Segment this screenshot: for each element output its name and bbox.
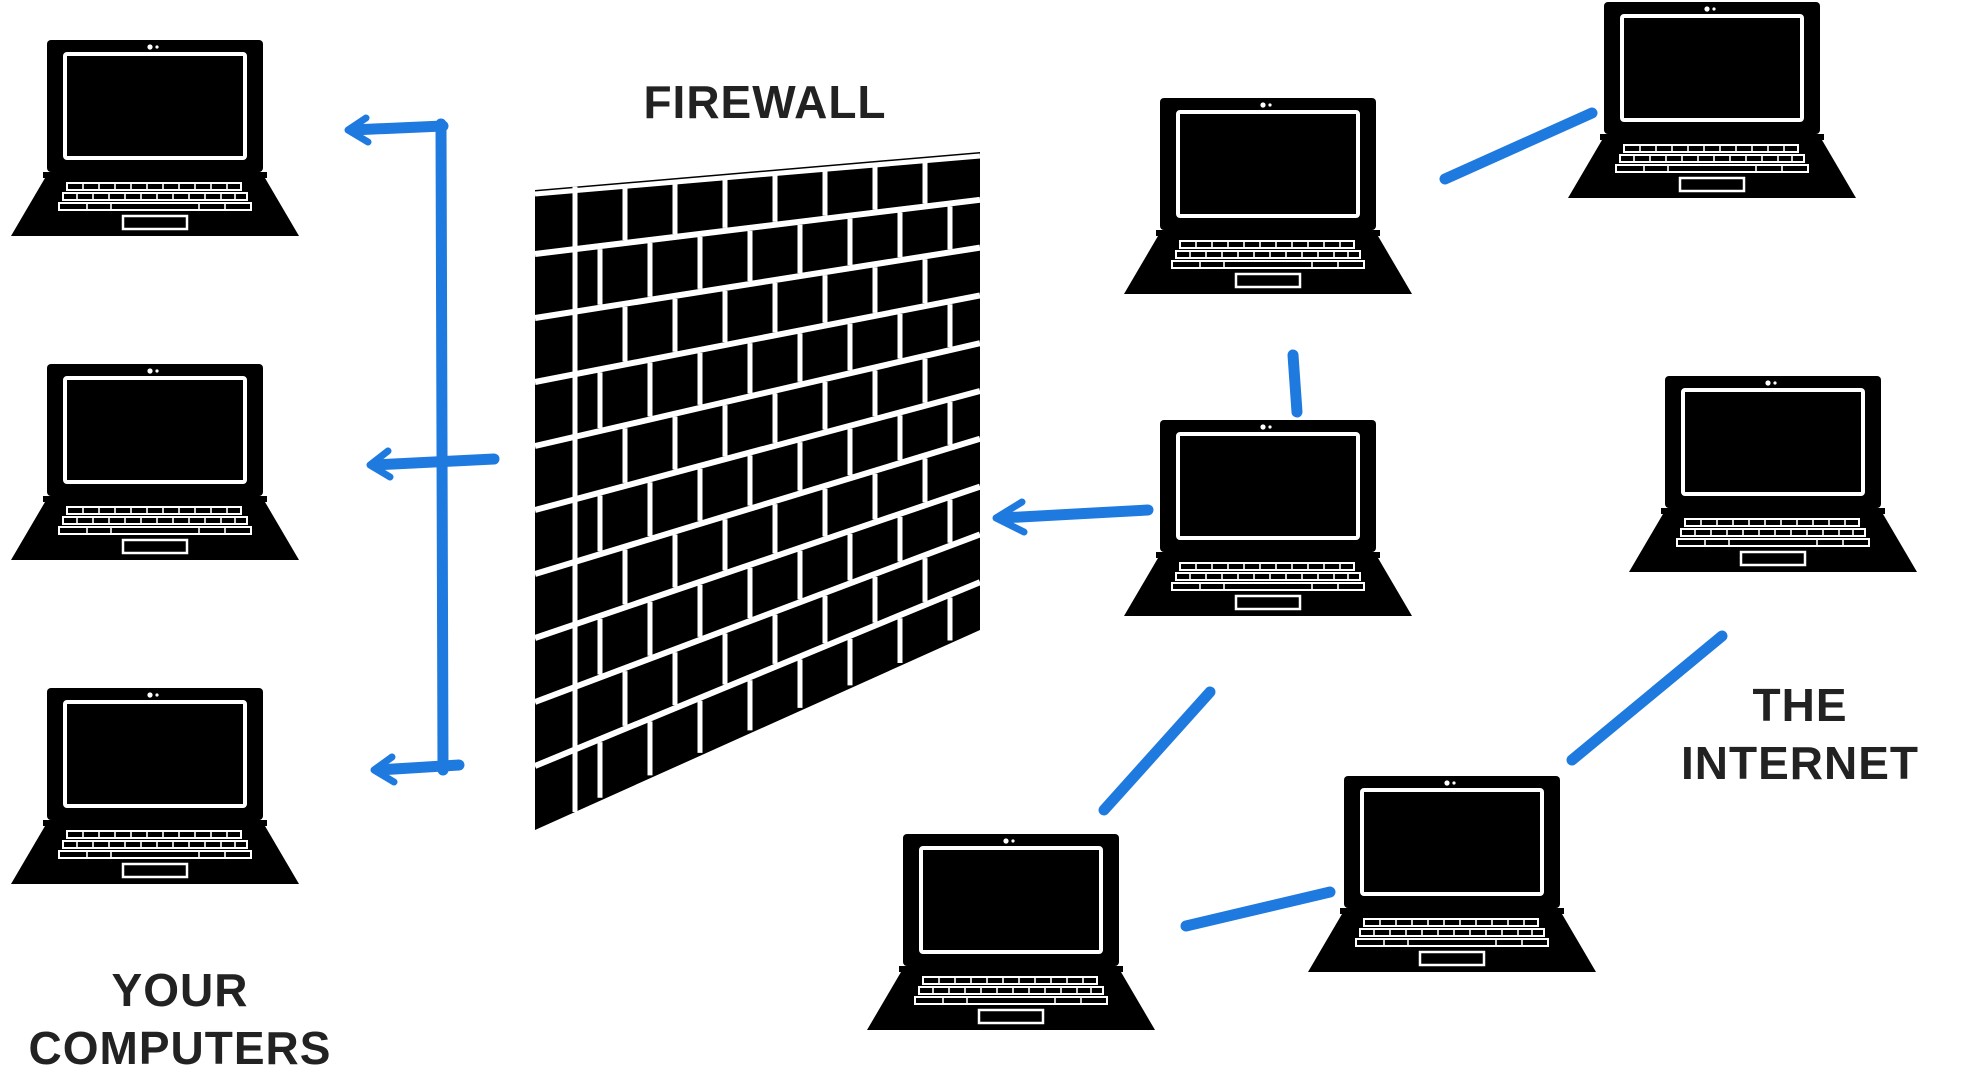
firewall-label: FIREWALL xyxy=(643,76,887,128)
internet-computer-4 xyxy=(1627,374,1919,574)
internet-label-line1: THE xyxy=(1752,679,1848,731)
your-computers-label-line2: COMPUTERS xyxy=(28,1022,332,1074)
link-internet-3-5 xyxy=(1098,686,1216,816)
arrowhead-left-icon xyxy=(370,753,398,786)
internet-computer-6 xyxy=(1306,774,1598,974)
your-computer-1 xyxy=(9,38,301,238)
internet-label-line2: INTERNET xyxy=(1681,737,1919,789)
your-computers-label-line1: YOUR xyxy=(111,964,249,1016)
link-internet-1-2 xyxy=(1439,107,1598,185)
arrow-from-internet-to-firewall xyxy=(996,504,1154,524)
internet-computer-5 xyxy=(865,832,1157,1032)
internet-computer-3 xyxy=(1122,418,1414,618)
your-side-distribution-line xyxy=(435,118,449,776)
arrowhead-left-icon xyxy=(992,498,1028,536)
arrow-to-your-computer-3 xyxy=(372,759,465,776)
your-computer-3 xyxy=(9,686,301,886)
arrowhead-left-icon xyxy=(344,114,372,146)
internet-computer-1 xyxy=(1122,96,1414,296)
arrow-to-your-computer-1 xyxy=(346,120,449,136)
internet-computer-2 xyxy=(1566,0,1858,200)
arrow-to-your-computer-2 xyxy=(368,453,500,471)
arrowhead-left-icon xyxy=(366,447,394,481)
link-internet-5-6 xyxy=(1180,886,1336,932)
link-internet-1-3 xyxy=(1287,349,1303,418)
your-computer-2 xyxy=(9,362,301,562)
firewall-wall xyxy=(533,152,982,830)
link-internet-6-4 xyxy=(1566,630,1728,766)
